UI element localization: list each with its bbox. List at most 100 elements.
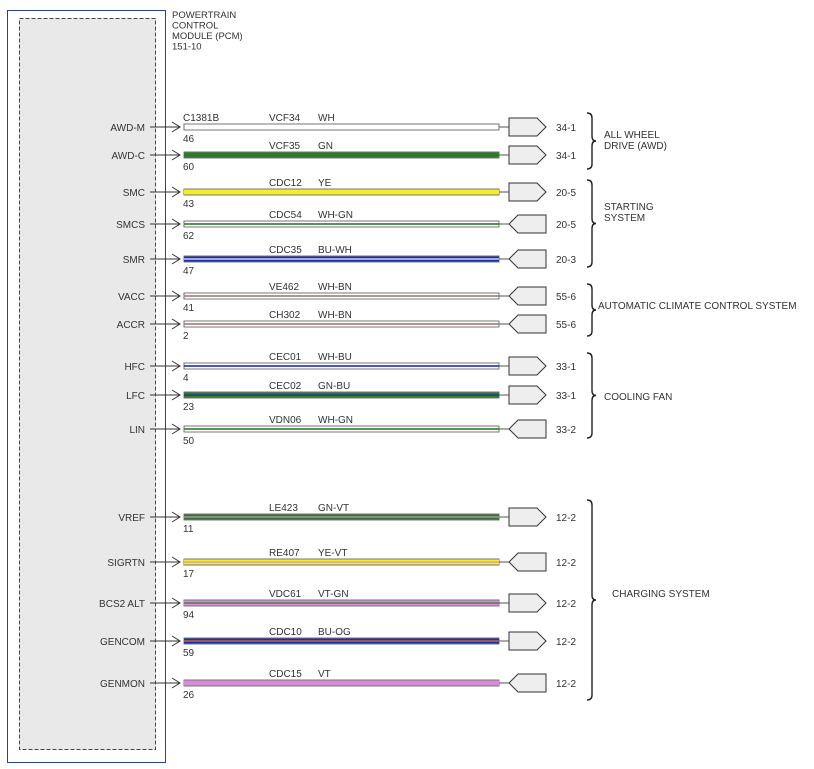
wire-color-code: YE xyxy=(318,178,332,189)
connector-icon xyxy=(508,385,547,405)
connector-icon xyxy=(508,552,547,572)
connector-ref: 12-2 xyxy=(556,558,576,569)
connector-id: C1381B xyxy=(183,113,219,124)
wire-color-code: GN xyxy=(318,141,333,152)
pin-label: VREF xyxy=(118,513,145,524)
pin-label: SMR xyxy=(123,255,145,266)
wire-stripe xyxy=(184,258,499,260)
connector-ref: 20-3 xyxy=(556,255,576,266)
connector-ref: 55-6 xyxy=(556,320,576,331)
system-label: DRIVE (AWD) xyxy=(604,141,667,152)
circuit-id: CDC10 xyxy=(269,627,302,638)
connector-icon xyxy=(508,419,547,439)
system-label: ALL WHEEL xyxy=(604,130,660,141)
wire-color-code: GN-VT xyxy=(318,503,349,514)
circuit-id: VE462 xyxy=(269,282,299,293)
wire-fill xyxy=(184,680,499,686)
pin-label: AWD-M xyxy=(110,123,145,134)
system-bracket xyxy=(586,179,597,268)
pin-terminal-icon xyxy=(171,218,181,230)
connector-icon xyxy=(508,214,547,234)
connector-ref: 34-1 xyxy=(556,151,576,162)
connector-icon xyxy=(508,117,547,137)
system-label: COOLING FAN xyxy=(604,392,672,403)
wire-color-code: WH-GN xyxy=(318,210,353,221)
module-title-line: CONTROL xyxy=(172,21,218,32)
module-title-line: MODULE (PCM) xyxy=(172,31,243,42)
pin-number: 2 xyxy=(183,331,189,342)
pin-label: VACC xyxy=(118,292,145,303)
pin-label: SMCS xyxy=(116,220,145,231)
pin-label: LIN xyxy=(129,425,145,436)
system-label: SYSTEM xyxy=(604,213,645,224)
system-bracket xyxy=(586,112,597,170)
connector-ref: 12-2 xyxy=(556,679,576,690)
pin-terminal-icon xyxy=(171,360,181,372)
wire-color-code: WH-BN xyxy=(318,282,352,293)
pin-number: 50 xyxy=(183,436,195,447)
module-title-line: POWERTRAIN xyxy=(172,10,236,21)
wire-stripe xyxy=(184,365,499,367)
connector-ref: 34-1 xyxy=(556,123,576,134)
pin-label: BCS2 ALT xyxy=(99,599,145,610)
pin-number: 4 xyxy=(183,373,189,384)
pin-terminal-icon xyxy=(171,318,181,330)
system-label: STARTING xyxy=(604,202,654,213)
circuit-id: RE407 xyxy=(269,548,300,559)
circuit-id: VCF35 xyxy=(269,141,301,152)
connector-ref: 33-2 xyxy=(556,425,576,436)
wire-color-code: BU-WH xyxy=(318,245,352,256)
connector-ref: 20-5 xyxy=(556,188,576,199)
pin-terminal-icon xyxy=(171,121,181,133)
pin-number: 46 xyxy=(183,134,195,145)
pin-label: AWD-C xyxy=(111,151,145,162)
pin-terminal-icon xyxy=(171,253,181,265)
system-bracket xyxy=(586,352,597,439)
connector-ref: 12-2 xyxy=(556,637,576,648)
pin-number: 17 xyxy=(183,569,195,580)
connector-icon xyxy=(508,286,547,306)
pin-number: 23 xyxy=(183,402,195,413)
wire-color-code: VT xyxy=(318,669,331,680)
connector-ref: 12-2 xyxy=(556,513,576,524)
pin-label: LFC xyxy=(126,391,145,402)
wire-stripe xyxy=(184,602,499,604)
system-label: AUTOMATIC CLIMATE CONTROL SYSTEM xyxy=(598,301,797,312)
system-bracket xyxy=(586,499,597,701)
circuit-id: VDC61 xyxy=(269,589,302,600)
circuit-id: CDC54 xyxy=(269,210,302,221)
wire-color-code: GN-BU xyxy=(318,381,350,392)
wire-outline xyxy=(183,123,500,131)
pin-number: 62 xyxy=(183,231,195,242)
circuit-id: CDC12 xyxy=(269,178,302,189)
wire-color-code: YE-VT xyxy=(318,548,347,559)
connector-icon xyxy=(508,182,547,202)
connector-icon xyxy=(508,314,547,334)
wire-row: SMCS 62 CDC54 WH-GN 20-5 xyxy=(116,210,576,242)
wire-color-code: VT-GN xyxy=(318,589,349,600)
circuit-id: CEC01 xyxy=(269,352,302,363)
connector-ref: 55-6 xyxy=(556,292,576,303)
connector-ref: 20-5 xyxy=(556,220,576,231)
pin-number: 26 xyxy=(183,690,195,701)
connector-ref: 12-2 xyxy=(556,599,576,610)
wire-stripe xyxy=(184,295,499,297)
connector-icon xyxy=(508,673,547,693)
pin-terminal-icon xyxy=(171,423,181,435)
wire-stripe xyxy=(184,223,499,225)
pin-terminal-icon xyxy=(171,635,181,647)
wire-stripe xyxy=(184,394,499,396)
pin-terminal-icon xyxy=(171,597,181,609)
circuit-id: VDN06 xyxy=(269,415,302,426)
wire-color-code: WH xyxy=(318,113,335,124)
pin-label: ACCR xyxy=(117,320,145,331)
